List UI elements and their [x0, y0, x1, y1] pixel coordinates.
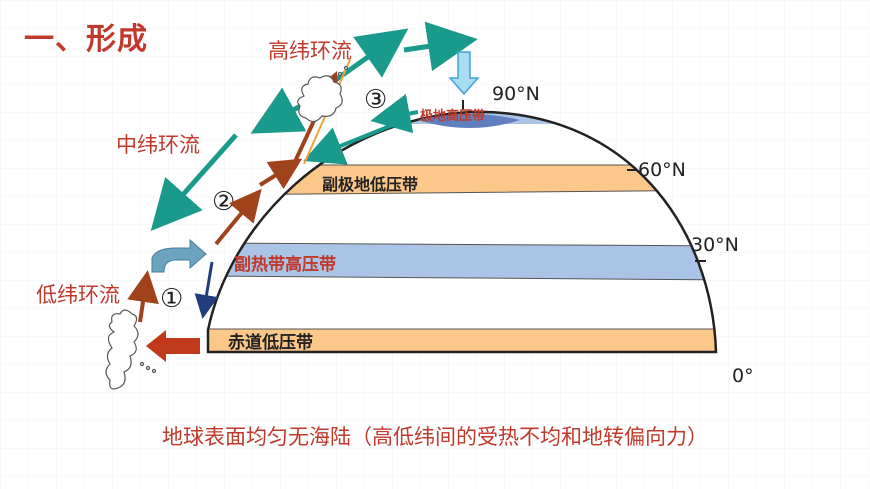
- label-polar-high: 极地高压带: [420, 108, 485, 124]
- label-equatorial-low: 赤道低压带: [228, 332, 313, 353]
- dome-outline: [206, 110, 718, 354]
- arrow-equator-rising: [127, 270, 159, 323]
- label-lat-90: 90°N: [492, 83, 540, 105]
- cell-number-2: ②: [212, 187, 235, 217]
- label-lat-0: 0°: [732, 365, 754, 387]
- arrow-high-upper-2: [403, 21, 478, 72]
- label-subpolar-low: 副极地低压带: [322, 175, 418, 194]
- label-subtropical-high: 副热带高压带: [234, 254, 336, 275]
- cloud-subpolar-icon: [297, 65, 349, 123]
- label-mid-circulation: 中纬环流: [116, 133, 200, 157]
- polar-sinking-arrow: [448, 51, 480, 96]
- earth-dome: [208, 111, 716, 352]
- arrow-low-upper-flow: [151, 238, 207, 273]
- arrow-subtropical-sinking: [194, 261, 219, 319]
- arrow-westerly: [258, 158, 303, 190]
- arrow-polar-easterly: [303, 120, 401, 165]
- subpolar-low-band: [208, 164, 716, 196]
- cell-number-1: ①: [160, 284, 183, 314]
- polar-cap: [418, 114, 520, 128]
- arrow-trade-wind: [146, 330, 200, 362]
- arrow-mid-return: [150, 133, 238, 231]
- label-lat-30: 30°N: [691, 234, 739, 256]
- cell-number-3: ③: [364, 85, 387, 115]
- label-low-circulation: 低纬环流: [36, 283, 120, 307]
- cloud-equator-icon: [105, 309, 157, 390]
- equatorial-low-band: [208, 328, 716, 352]
- caption: 地球表面均匀无海陆（高低纬间的受热不均和地转偏向力）: [162, 425, 708, 449]
- arrow-polar-outflow: [370, 93, 419, 134]
- subtropical-high-band: [208, 242, 716, 281]
- label-high-circulation: 高纬环流: [268, 39, 352, 63]
- arrow-mid-surface: [214, 188, 262, 246]
- page-title: 一、形成: [24, 22, 148, 57]
- label-lat-60: 60°N: [638, 159, 686, 181]
